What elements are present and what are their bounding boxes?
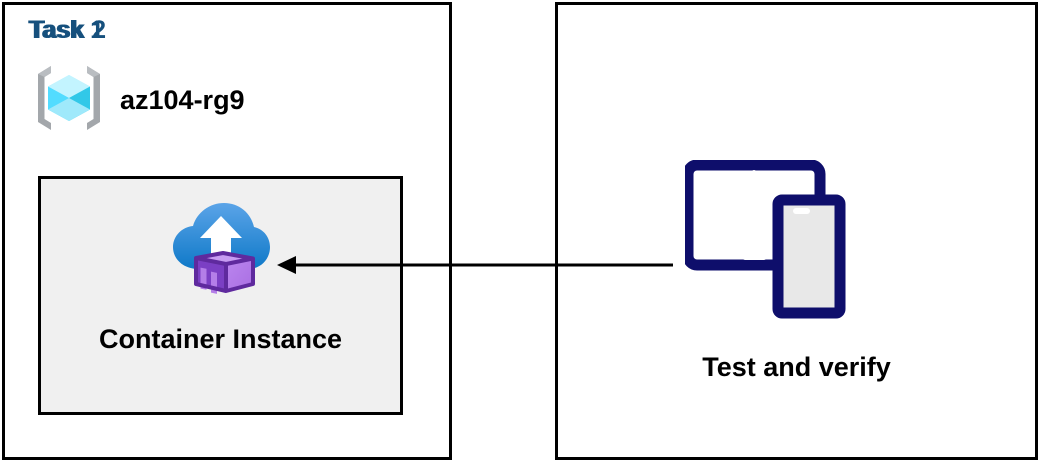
azure-container-instance-icon [169, 197, 273, 302]
resource-group-row: az104-rg9 [30, 62, 245, 139]
panel-task-2-title: Task 2 [30, 16, 106, 44]
resource-group-label: az104-rg9 [120, 85, 245, 115]
container-instance-box: Container Instance [38, 176, 403, 415]
container-instance-label: Container Instance [98, 324, 343, 354]
devices-tablet-phone-icon [682, 159, 865, 335]
panel-task-1-title: Task 1 [28, 16, 104, 44]
azure-resource-group-icon [30, 62, 108, 139]
test-and-verify-label: Test and verify [702, 352, 891, 382]
